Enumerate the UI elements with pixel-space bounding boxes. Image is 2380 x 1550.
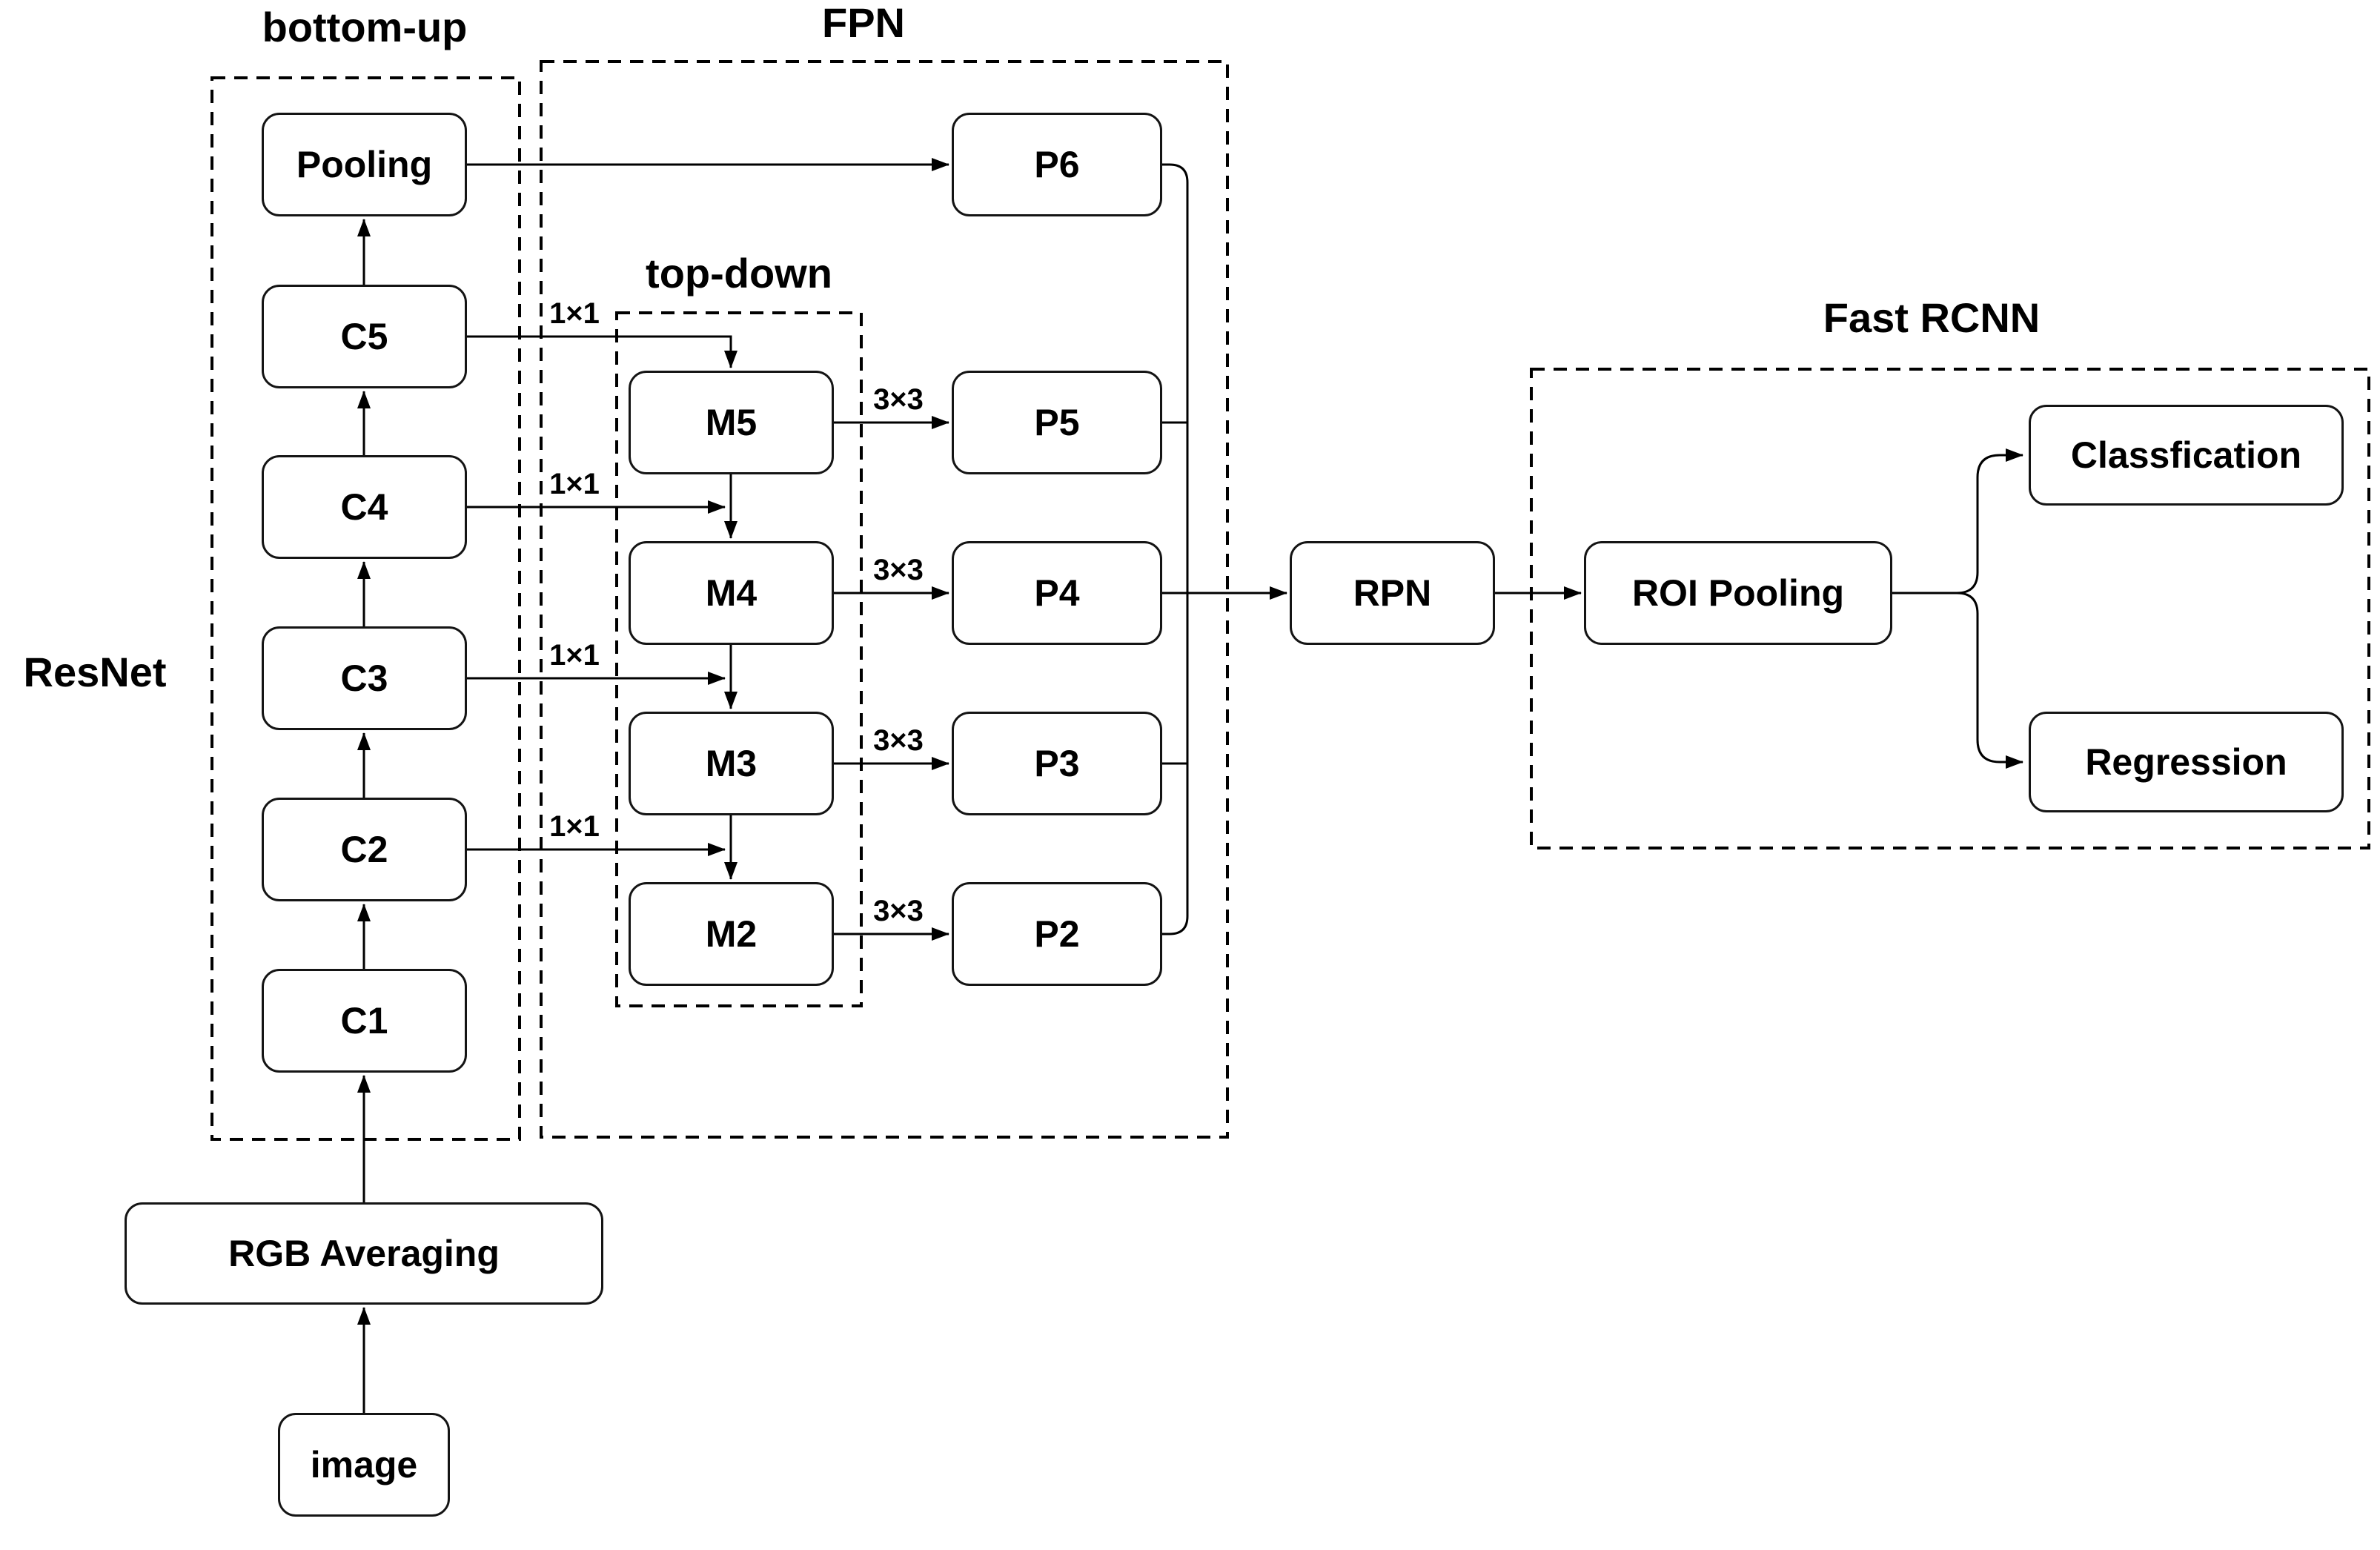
node-pooling: Pooling [262, 113, 467, 216]
node-image: image [278, 1413, 450, 1517]
node-m2: M2 [629, 882, 834, 986]
node-c2: C2 [262, 798, 467, 901]
node-regression: Regression [2029, 712, 2344, 812]
node-roi-pooling: ROI Pooling [1584, 541, 1892, 645]
node-m5: M5 [629, 371, 834, 474]
conv-3x3-label-m5: 3×3 [873, 383, 924, 416]
node-p2: P2 [952, 882, 1162, 986]
group-borders [211, 60, 2370, 1141]
conv-1x1-label-c2: 1×1 [549, 810, 600, 843]
node-m3: M3 [629, 712, 834, 815]
fast-rcnn-box [1530, 368, 2370, 849]
diagram-edges [357, 158, 2023, 1413]
conv-3x3-label-m2: 3×3 [873, 895, 924, 927]
node-c1: C1 [262, 969, 467, 1073]
fpn-box [540, 60, 1229, 1139]
node-c5: C5 [262, 285, 467, 388]
conv-1x1-label-c4: 1×1 [549, 468, 600, 500]
fpn-title: FPN [822, 0, 905, 46]
node-rpn: RPN [1290, 541, 1495, 645]
node-c3: C3 [262, 626, 467, 730]
node-p3: P3 [952, 712, 1162, 815]
node-classification: Classfication [2029, 405, 2344, 506]
node-m4: M4 [629, 541, 834, 645]
node-c4: C4 [262, 455, 467, 559]
top-down-box [615, 311, 863, 1007]
node-p6: P6 [952, 113, 1162, 216]
fast-rcnn-title: Fast RCNN [1823, 294, 2041, 341]
conv-1x1-label-c5: 1×1 [549, 297, 600, 330]
bottom-up-box [211, 76, 521, 1141]
resnet-label: ResNet [23, 648, 167, 695]
node-p4: P4 [952, 541, 1162, 645]
bottom-up-title: bottom-up [262, 3, 468, 50]
conv-1x1-label-c3: 1×1 [549, 639, 600, 672]
conv-3x3-label-m4: 3×3 [873, 554, 924, 586]
node-p5: P5 [952, 371, 1162, 474]
node-rgb-averaging: RGB Averaging [125, 1202, 603, 1305]
conv-3x3-label-m3: 3×3 [873, 724, 924, 757]
top-down-title: top-down [646, 249, 832, 297]
